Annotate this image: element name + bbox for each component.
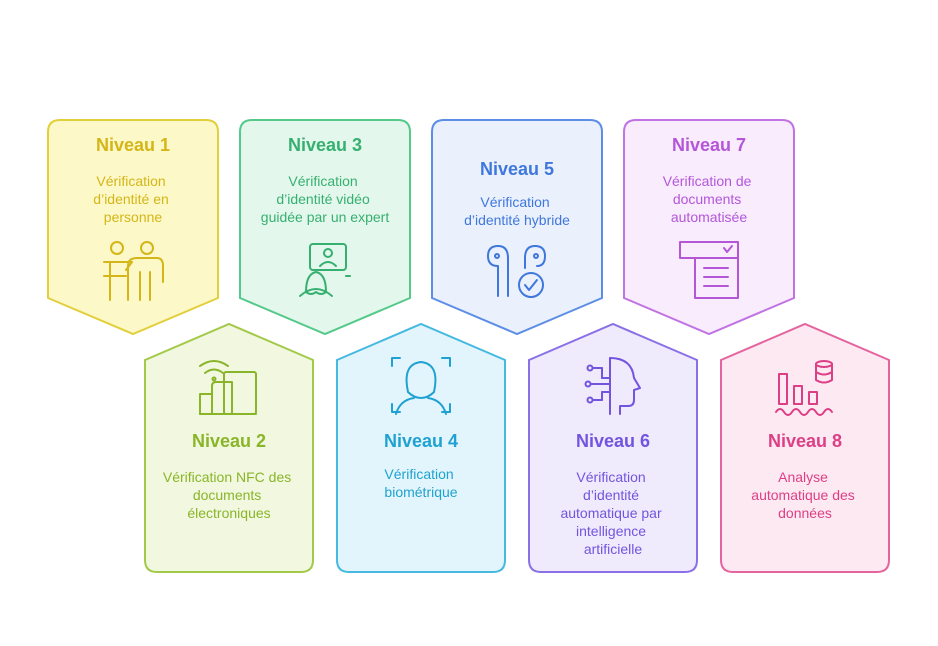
level-card-7: Niveau 7 Vérification de documents autom… xyxy=(623,119,795,336)
nfc-phone-icon xyxy=(199,360,257,415)
card-shape xyxy=(239,119,411,336)
card-title: Niveau 2 xyxy=(192,431,266,451)
card-description: Vérification de documents automatisée xyxy=(663,173,756,225)
level-card-5: Niveau 5 Vérification d’identité hybride xyxy=(431,119,603,336)
face-scan-icon xyxy=(391,357,451,415)
in-person-meeting-icon xyxy=(103,241,164,301)
card-description: Vérification NFC des documents électroni… xyxy=(163,469,295,521)
card-description: Vérification biométrique xyxy=(384,466,457,500)
card-description: Vérification d’identité vidéo guidée par… xyxy=(261,173,390,225)
card-shape xyxy=(720,322,890,573)
ai-head-icon xyxy=(584,357,641,415)
card-description: Vérification d’identité en personne xyxy=(93,173,172,225)
data-analysis-icon xyxy=(775,360,833,416)
level-card-1: Niveau 1 Vérification d’identité en pers… xyxy=(47,119,219,336)
level-card-4: Niveau 4 Vérification biométrique xyxy=(336,322,506,573)
card-title: Niveau 1 xyxy=(96,135,170,155)
level-card-6: Niveau 6 Vérification d’identité automat… xyxy=(528,322,698,573)
card-description: Vérification d’identité automatique par … xyxy=(560,469,665,557)
card-shape xyxy=(528,322,698,573)
level-card-2: Niveau 2 Vérification NFC des documents … xyxy=(144,322,314,573)
card-title: Niveau 5 xyxy=(480,159,554,179)
hybrid-check-icon xyxy=(487,245,546,298)
document-check-icon xyxy=(679,241,739,299)
card-description: Vérification d’identité hybride xyxy=(464,194,570,228)
video-call-icon xyxy=(299,243,351,297)
card-shape xyxy=(336,322,506,573)
card-shape xyxy=(623,119,795,336)
card-title: Niveau 6 xyxy=(576,431,650,451)
card-shape xyxy=(47,119,219,336)
card-title: Niveau 8 xyxy=(768,431,842,451)
level-card-8: Niveau 8 Analyse automatique des données xyxy=(720,322,890,573)
card-title: Niveau 4 xyxy=(384,431,458,451)
card-description: Analyse automatique des données xyxy=(751,469,858,521)
card-shape xyxy=(431,119,603,336)
card-title: Niveau 7 xyxy=(672,135,746,155)
level-card-3: Niveau 3 Vérification d’identité vidéo g… xyxy=(239,119,411,336)
card-title: Niveau 3 xyxy=(288,135,362,155)
card-shape xyxy=(144,322,314,573)
